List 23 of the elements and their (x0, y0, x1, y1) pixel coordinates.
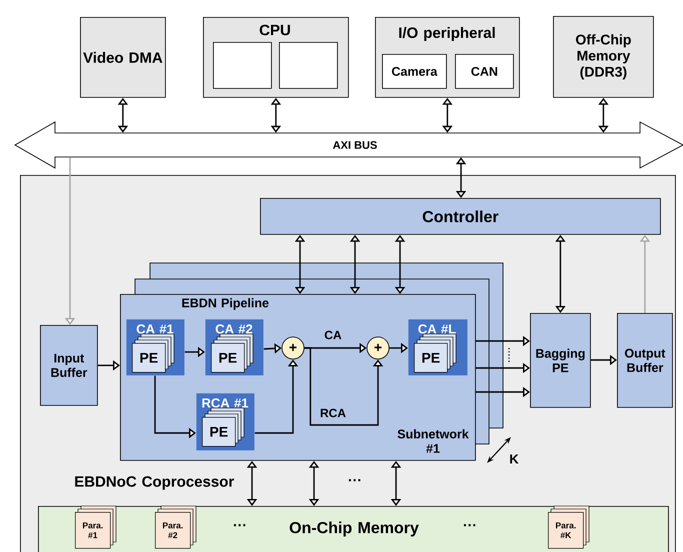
ellipsis: ··· (348, 479, 360, 482)
core-box (213, 42, 272, 89)
pe-card-stack: PE (202, 408, 244, 447)
pe-card-stack: PE (132, 334, 174, 373)
pe-card-stack: PE (211, 334, 254, 373)
buffer-box: Output Buffer (617, 313, 673, 408)
edge-label: RCA (320, 408, 346, 418)
pe-card-stack: PE (414, 334, 456, 373)
parameter-card-stack: Para. #2 (155, 506, 196, 549)
ellipsis: ··· (464, 524, 476, 526)
dimension-label: K (510, 454, 519, 464)
peripheral-item-box: CAN (455, 54, 514, 89)
peripheral-item-box: Camera (382, 54, 447, 89)
ellipsis: ··· (234, 524, 246, 526)
parameter-card-stack: Para. #1 (75, 506, 116, 549)
dma-box: Video DMA (80, 17, 166, 98)
buffer-box: Input Buffer (40, 325, 98, 406)
memory-box: Off-Chip Memory (DDR3) (553, 16, 654, 98)
core-box (279, 42, 338, 89)
bagging-box: Bagging PE (530, 313, 591, 408)
edge-label: CA (324, 330, 342, 340)
parameter-card-stack: Para. #K (548, 506, 590, 549)
controller-box: Controller (260, 198, 661, 235)
